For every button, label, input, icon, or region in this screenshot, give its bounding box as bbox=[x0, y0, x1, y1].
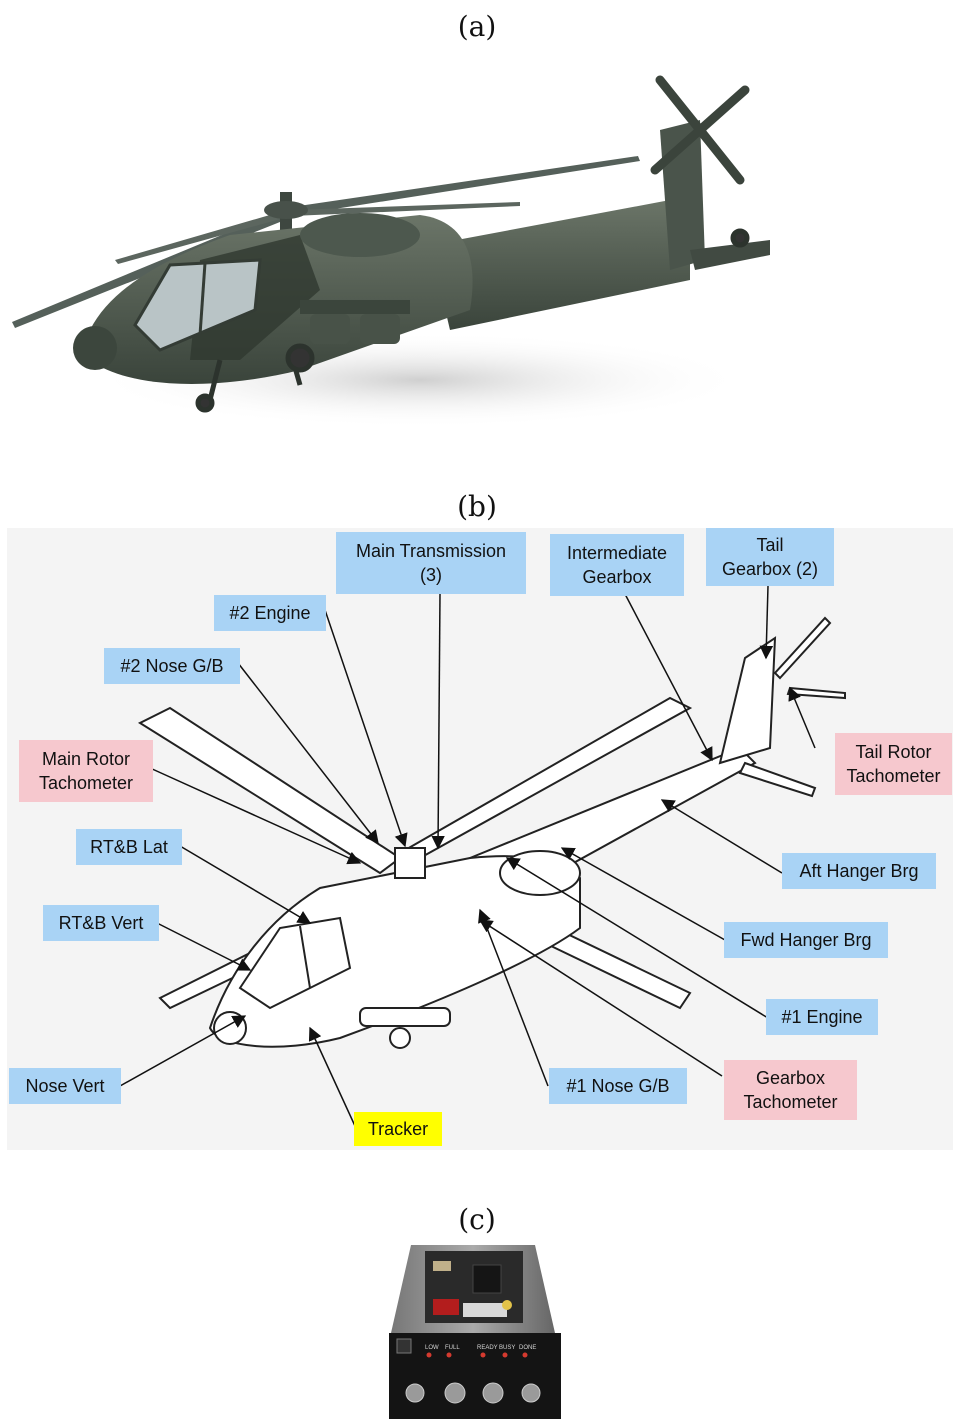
nose-sensor bbox=[73, 326, 117, 370]
lamp-label: DONE bbox=[519, 1345, 536, 1351]
status-lamp bbox=[502, 1352, 508, 1358]
label-engine-2: #2 Engine bbox=[214, 595, 326, 631]
caption-c: (c) bbox=[458, 1203, 496, 1236]
helicopter-photo bbox=[12, 75, 770, 428]
lamp-label: READY bbox=[477, 1345, 498, 1351]
cockpit-canopy bbox=[133, 258, 262, 352]
stabilizer bbox=[690, 240, 770, 270]
lamp-label: FULL bbox=[445, 1345, 460, 1351]
tail-boom bbox=[430, 200, 690, 330]
rotor-blade bbox=[285, 156, 640, 216]
lamp-label: BUSY bbox=[499, 1345, 515, 1351]
rotor-hub bbox=[264, 201, 308, 219]
label-tail-rotor-tachometer: Tail Rotor Tachometer bbox=[835, 733, 952, 795]
label-rtb-vert: RT&B Vert bbox=[43, 905, 159, 941]
rotor-blade bbox=[292, 202, 520, 216]
connector bbox=[444, 1382, 466, 1404]
label-nose-gb-2: #2 Nose G/B bbox=[104, 648, 240, 684]
data-acquisition-unit-photo: LOW FULL READY BUSY DONE bbox=[389, 1245, 561, 1419]
helicopter-outline bbox=[137, 616, 846, 1049]
label-main-transmission: Main Transmission (3) bbox=[336, 532, 526, 594]
leader-lines bbox=[119, 585, 816, 1127]
rotor-blade bbox=[115, 212, 284, 264]
label-tail-gearbox: Tail Gearbox (2) bbox=[706, 528, 834, 586]
label-aft-hanger-brg: Aft Hanger Brg bbox=[782, 853, 936, 889]
label-fwd-hanger-brg: Fwd Hanger Brg bbox=[724, 922, 888, 958]
front-panel-lamp-labels: LOW FULL READY BUSY DONE bbox=[425, 1345, 536, 1351]
label-tracker: Tracker bbox=[354, 1112, 442, 1146]
tail-rotor bbox=[650, 75, 750, 185]
label-intermediate-gearbox: Intermediate Gearbox bbox=[550, 534, 684, 596]
status-lamp bbox=[522, 1352, 528, 1358]
weapon-pod bbox=[360, 314, 400, 344]
connector bbox=[405, 1383, 425, 1403]
label-rtb-lat: RT&B Lat bbox=[76, 829, 182, 865]
label-engine-1: #1 Engine bbox=[766, 999, 878, 1035]
status-lamp bbox=[446, 1352, 452, 1358]
status-lamp bbox=[480, 1352, 486, 1358]
wing-stub bbox=[300, 300, 410, 314]
weapon-pod bbox=[310, 314, 350, 344]
chip bbox=[472, 1264, 502, 1294]
caption-a: (a) bbox=[457, 10, 497, 43]
status-lamp bbox=[426, 1352, 432, 1358]
label-nose-vert: Nose Vert bbox=[9, 1068, 121, 1104]
label-nose-gb-1: #1 Nose G/B bbox=[549, 1068, 687, 1104]
caption-b: (b) bbox=[457, 490, 497, 523]
label-main-rotor-tachometer: Main Rotor Tachometer bbox=[19, 740, 153, 802]
landing-gear bbox=[195, 228, 750, 413]
front-panel bbox=[389, 1333, 561, 1419]
lamp-label: LOW bbox=[425, 1345, 439, 1351]
helicopter-line-drawing bbox=[119, 585, 846, 1127]
engine-pod bbox=[300, 213, 420, 257]
connector bbox=[482, 1382, 504, 1404]
label-gearbox-tachometer: Gearbox Tachometer bbox=[724, 1060, 857, 1120]
connector bbox=[521, 1383, 541, 1403]
